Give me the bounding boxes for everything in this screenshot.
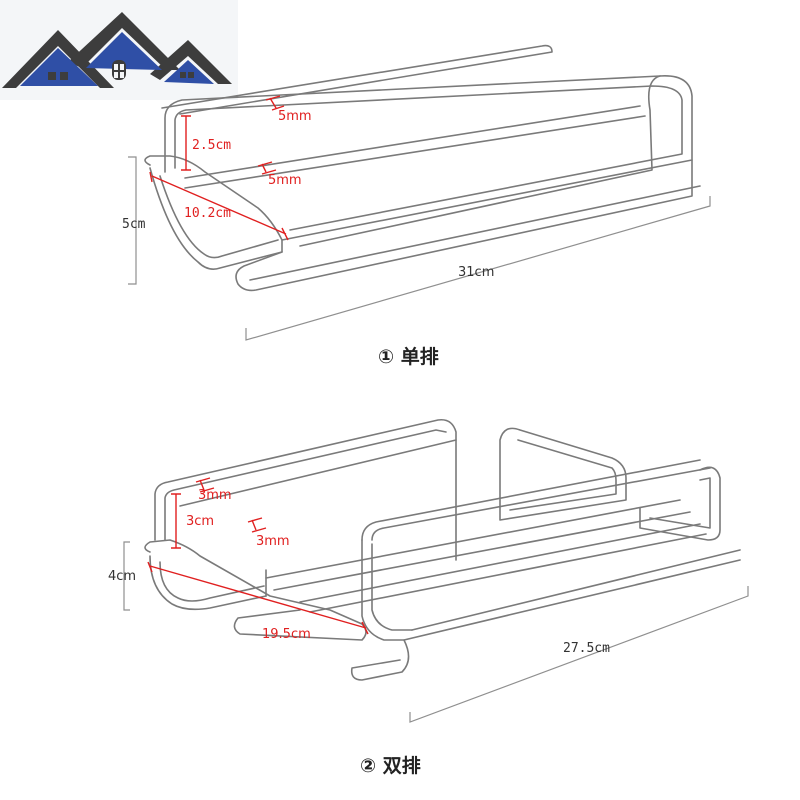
double-depth-label: 19.5cm — [262, 627, 311, 642]
double-inner-height-label: 3cm — [186, 514, 214, 529]
double-rack-caption: ② 双排 — [360, 754, 421, 777]
single-length-label: 31cm — [458, 265, 494, 280]
double-outer-height-label: 4cm — [108, 569, 136, 584]
double-rack-drawing — [123, 418, 749, 723]
single-outer-height-label: 5cm — [122, 217, 146, 232]
house-roof-logo — [0, 0, 238, 100]
double-length-dim — [409, 586, 749, 723]
single-mid-wire-label: 5mm — [268, 173, 302, 188]
single-depth-label: 10.2cm — [184, 206, 231, 221]
single-length-dim — [245, 196, 711, 341]
double-height-dim — [123, 541, 130, 611]
single-rack-caption: ① 单排 — [378, 345, 439, 368]
single-rack-drawing — [128, 44, 711, 341]
double-length-label: 27.5cm — [563, 641, 610, 656]
double-top-wire-label: 3mm — [198, 488, 232, 503]
single-height-dim — [128, 156, 137, 285]
single-inner-height-label: 2.5cm — [192, 138, 231, 153]
double-mid-wire-label: 3mm — [256, 534, 290, 549]
single-top-wire-label: 5mm — [278, 109, 312, 124]
